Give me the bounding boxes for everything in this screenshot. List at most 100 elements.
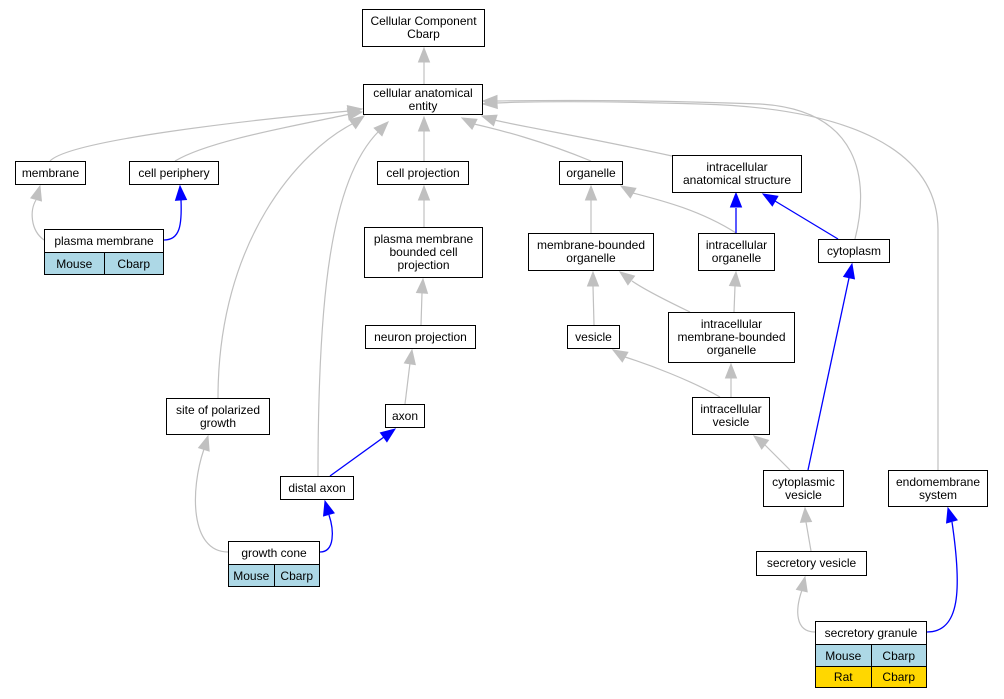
edge-iv-to-imbo: [724, 362, 738, 397]
edge-sg-to-endomembrane: [926, 506, 958, 633]
species-cell: Mouse: [816, 645, 871, 666]
table-title: plasma membrane: [45, 230, 163, 253]
arrowhead: [611, 349, 629, 363]
arrowhead: [752, 435, 770, 450]
arrowhead: [584, 184, 598, 201]
node-distal-axon[interactable]: distal axon: [280, 476, 354, 500]
arrowhead: [417, 184, 431, 201]
edge-cellproj-to-cae: [417, 115, 431, 161]
node-site-of-polarized-growth[interactable]: site of polarized growth: [166, 398, 270, 435]
arrowhead: [348, 115, 366, 130]
arrowhead: [417, 115, 431, 132]
arrowhead: [619, 185, 637, 199]
edge-gc-to-spg: [194, 434, 229, 553]
edge-distalaxon-to-cae: [317, 121, 389, 477]
edge-periphery-to-cae: [174, 108, 364, 162]
table-secretory-granule[interactable]: secretory granule Mouse Cbarp Rat Cbarp: [815, 621, 927, 688]
node-vesicle[interactable]: vesicle: [567, 325, 620, 349]
arrowhead: [842, 262, 856, 280]
arrowhead: [417, 46, 431, 63]
edge-axon-to-neuronproj: [403, 348, 416, 405]
node-neuron-projection[interactable]: neuron projection: [365, 325, 476, 349]
node-cell-periphery[interactable]: cell periphery: [129, 161, 219, 185]
node-endomembrane-system[interactable]: endomembrane system: [888, 470, 988, 507]
gene-cell: Cbarp: [870, 667, 926, 687]
node-cellular-component-cbarp[interactable]: Cellular Component Cbarp: [362, 9, 485, 47]
edge-cv-to-iv: [752, 435, 791, 471]
edge-endomembrane-to-cae: [481, 96, 939, 470]
gene-cell: Cbarp: [273, 565, 319, 586]
edge-cytoplasm-to-ias: [761, 193, 839, 240]
edge-imbo-to-io: [728, 270, 742, 313]
arrowhead: [618, 271, 636, 286]
node-axon[interactable]: axon: [385, 404, 425, 428]
edge-io-to-organelle: [619, 185, 737, 234]
edge-organelle-to-cae: [460, 117, 592, 162]
table-title: growth cone: [229, 542, 319, 565]
node-membrane-bounded-organelle[interactable]: membrane-bounded organelle: [528, 233, 654, 271]
arrowhead: [30, 184, 43, 202]
edge-pm-to-membrane: [30, 184, 45, 241]
edge-imbo-to-mbo: [618, 271, 691, 313]
arrowhead: [586, 270, 600, 287]
arrowhead: [403, 348, 416, 366]
species-cell: Mouse: [229, 565, 274, 586]
arrowhead: [795, 575, 808, 593]
node-plasma-membrane-bounded-cell-projection[interactable]: plasma membrane bounded cell projection: [364, 227, 483, 278]
edge-gc-to-distalaxon: [319, 499, 335, 553]
arrowhead: [729, 191, 743, 208]
arrowhead: [480, 114, 498, 127]
edge-io-to-ias: [729, 191, 743, 233]
arrowhead: [415, 277, 429, 294]
edge-sv-to-cv: [799, 506, 813, 552]
edge-neuronproj-to-pmbcp: [415, 277, 429, 326]
arrowhead: [197, 434, 210, 452]
gene-cell: Cbarp: [103, 253, 163, 274]
edge-distalaxon-to-axon: [329, 428, 397, 477]
edge-spg-to-cae: [217, 115, 366, 399]
node-membrane[interactable]: membrane: [15, 161, 86, 185]
arrowhead: [945, 506, 958, 524]
table-row: Mouse Cbarp: [816, 645, 926, 666]
arrowhead: [460, 117, 478, 131]
node-secretory-vesicle[interactable]: secretory vesicle: [756, 551, 867, 576]
edge-cv-to-cytoplasm: [807, 262, 856, 471]
edge-sg-to-sv: [795, 575, 816, 633]
table-row: Mouse Cbarp: [45, 253, 163, 274]
node-cytoplasmic-vesicle[interactable]: cytoplasmic vesicle: [763, 470, 844, 507]
species-cell: Rat: [816, 667, 871, 687]
edge-pm-to-periphery: [163, 184, 188, 241]
arrowhead: [322, 499, 335, 517]
edge-cae-to-root: [417, 46, 431, 84]
arrowhead: [373, 121, 389, 137]
node-intracellular-vesicle[interactable]: intracellular vesicle: [692, 397, 770, 435]
table-growth-cone[interactable]: growth cone Mouse Cbarp: [228, 541, 320, 587]
arrowhead: [799, 506, 813, 523]
arrowhead: [728, 270, 742, 287]
node-intracellular-membrane-bounded-organelle[interactable]: intracellular membrane-bounded organelle: [668, 312, 795, 363]
arrowhead: [174, 184, 188, 201]
species-cell: Mouse: [45, 253, 104, 274]
edge-vesicle-to-mbo: [586, 270, 600, 326]
node-cytoplasm[interactable]: cytoplasm: [818, 239, 890, 263]
node-cell-projection[interactable]: cell projection: [377, 161, 469, 185]
arrowhead: [761, 193, 779, 207]
gene-cell: Cbarp: [870, 645, 926, 666]
arrowhead: [379, 428, 397, 443]
edge-mbo-to-organelle: [584, 184, 598, 233]
node-organelle[interactable]: organelle: [559, 161, 623, 185]
node-intracellular-anatomical-structure[interactable]: intracellular anatomical structure: [672, 155, 802, 193]
table-row: Mouse Cbarp: [229, 565, 319, 586]
node-cellular-anatomical-entity[interactable]: cellular anatomical entity: [363, 84, 483, 115]
edge-iv-to-vesicle: [611, 349, 721, 398]
node-intracellular-organelle[interactable]: intracellular organelle: [698, 233, 775, 271]
edge-membrane-to-cae: [49, 105, 364, 162]
arrowhead: [346, 108, 364, 121]
table-title: secretory granule: [816, 622, 926, 645]
arrowhead: [481, 96, 498, 110]
edge-pmbcp-to-cellproj: [417, 184, 431, 227]
table-plasma-membrane[interactable]: plasma membrane Mouse Cbarp: [44, 229, 164, 275]
table-row: Rat Cbarp: [816, 666, 926, 687]
arrowhead: [724, 362, 738, 379]
